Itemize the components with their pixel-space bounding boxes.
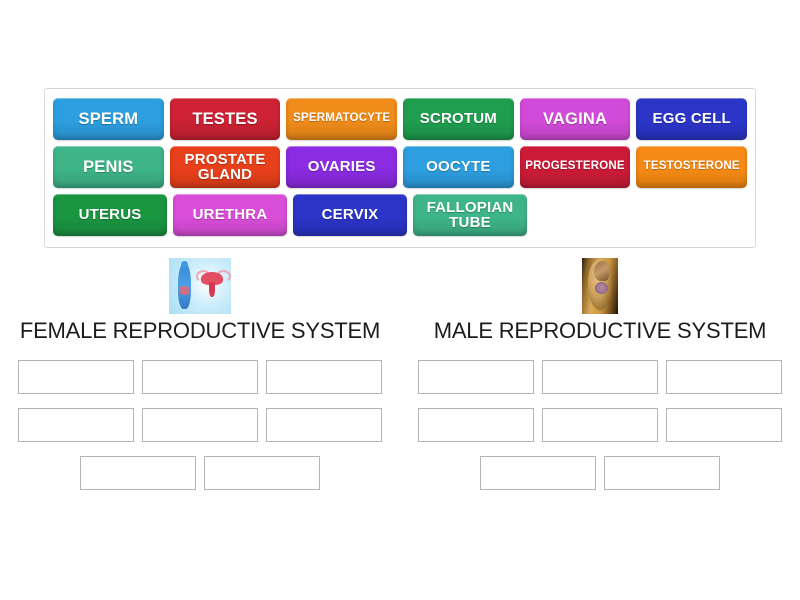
category-title-male: MALE REPRODUCTIVE SYSTEM xyxy=(433,318,767,343)
drop-row xyxy=(414,408,786,442)
cervix-icon xyxy=(209,282,215,297)
uterus-icon xyxy=(201,272,223,285)
drop-areas xyxy=(0,360,800,504)
word-tile[interactable]: SPERM xyxy=(53,98,164,140)
male-figure-shaft-icon xyxy=(594,261,609,281)
word-tile[interactable]: VAGINA xyxy=(520,98,631,140)
category-headings: FEMALE REPRODUCTIVE SYSTEM MALE REPRODUC… xyxy=(0,258,800,344)
drop-slot[interactable] xyxy=(418,360,534,394)
drop-column-female xyxy=(0,360,400,504)
drop-slot[interactable] xyxy=(418,408,534,442)
word-tile[interactable]: SPERMATOCYTE xyxy=(286,98,397,140)
male-reproductive-system-image xyxy=(582,258,618,314)
word-tile[interactable]: PROGESTERONE xyxy=(520,146,631,188)
word-tile[interactable]: EGG CELL xyxy=(636,98,747,140)
word-tile[interactable]: TESTOSTERONE xyxy=(636,146,747,188)
word-tile[interactable]: UTERUS xyxy=(53,194,167,236)
word-tile[interactable]: SCROTUM xyxy=(403,98,514,140)
drop-slot[interactable] xyxy=(604,456,720,490)
drop-slot[interactable] xyxy=(204,456,320,490)
drop-slot[interactable] xyxy=(142,408,258,442)
word-tile[interactable]: OOCYTE xyxy=(403,146,514,188)
drop-row xyxy=(14,360,386,394)
drop-slot[interactable] xyxy=(666,408,782,442)
word-tile[interactable]: TESTES xyxy=(170,98,281,140)
word-tile[interactable]: CERVIX xyxy=(293,194,407,236)
drop-slot[interactable] xyxy=(542,360,658,394)
drop-slot[interactable] xyxy=(18,360,134,394)
drop-slot[interactable] xyxy=(266,408,382,442)
drop-slot[interactable] xyxy=(80,456,196,490)
word-tile[interactable]: PENIS xyxy=(53,146,164,188)
word-tile[interactable]: PROSTATE GLAND xyxy=(170,146,281,188)
drop-column-male xyxy=(400,360,800,504)
drop-slot[interactable] xyxy=(666,360,782,394)
word-tile[interactable]: FALLOPIAN TUBE xyxy=(413,194,527,236)
female-reproductive-system-image xyxy=(169,258,231,314)
drop-slot[interactable] xyxy=(18,408,134,442)
female-figure-pelvis-icon xyxy=(179,286,190,295)
female-figure-head-icon xyxy=(181,261,188,268)
category-title-female: FEMALE REPRODUCTIVE SYSTEM xyxy=(19,318,381,343)
category-female: FEMALE REPRODUCTIVE SYSTEM xyxy=(0,258,400,344)
drop-row xyxy=(76,456,324,490)
category-male: MALE REPRODUCTIVE SYSTEM xyxy=(400,258,800,344)
drop-slot[interactable] xyxy=(266,360,382,394)
male-figure-detail-icon xyxy=(595,282,608,294)
drop-slot[interactable] xyxy=(142,360,258,394)
word-tile[interactable]: URETHRA xyxy=(173,194,287,236)
drop-row xyxy=(14,408,386,442)
word-tile[interactable]: OVARIES xyxy=(286,146,397,188)
drop-row xyxy=(414,360,786,394)
drop-row xyxy=(476,456,724,490)
drop-slot[interactable] xyxy=(480,456,596,490)
drop-slot[interactable] xyxy=(542,408,658,442)
